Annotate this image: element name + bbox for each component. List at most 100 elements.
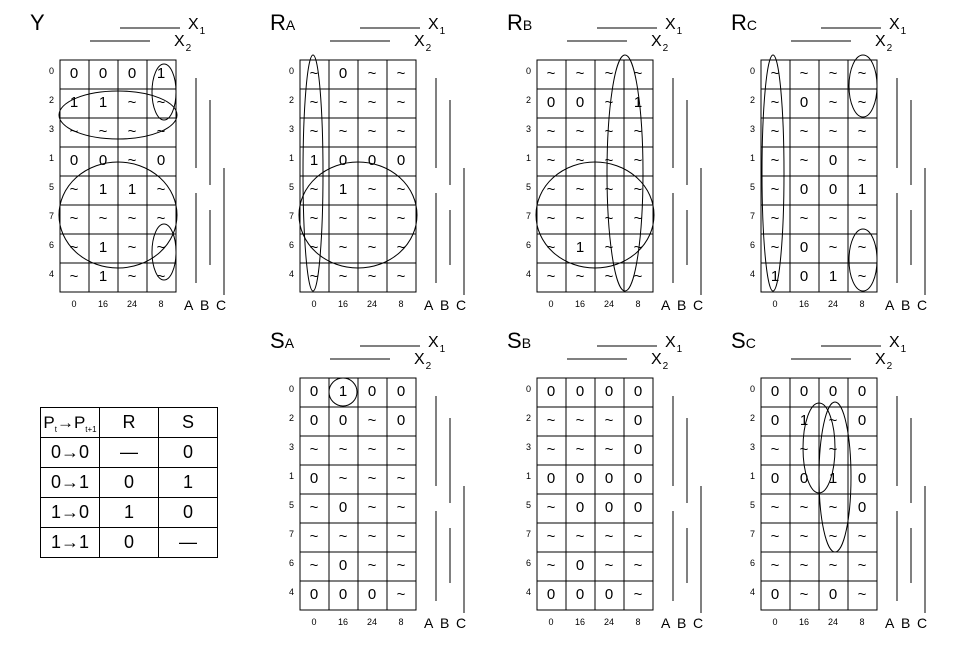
kmap-cell: 0 (770, 470, 780, 487)
row-index: 7 (288, 529, 294, 539)
kmap-cell: ~ (857, 268, 867, 285)
group-oval (848, 54, 878, 118)
kmap-cell: ~ (633, 557, 643, 574)
kmap-cell: ~ (396, 528, 406, 545)
row-index: 5 (48, 182, 54, 192)
kmap-cell: 0 (857, 412, 867, 429)
row-index: 6 (525, 240, 531, 250)
transition-header-cell: Pt→Pt+1 (40, 407, 100, 438)
var-a-label: A (661, 297, 671, 313)
col-index: 24 (126, 299, 137, 309)
kmap-cell: ~ (604, 441, 614, 458)
x2-letter: X (651, 33, 662, 50)
kmap-cell: 0 (396, 383, 406, 400)
kmap-cell: ~ (857, 441, 867, 458)
col-index: 24 (827, 617, 838, 627)
kmap-cell: ~ (857, 152, 867, 169)
kmap-cell: ~ (828, 123, 838, 140)
row-index: 7 (525, 529, 531, 539)
kmap-cell: ~ (546, 441, 556, 458)
row-index: 4 (48, 269, 54, 279)
row-index: 1 (749, 153, 755, 163)
x2-sub: 2 (425, 43, 432, 54)
kmap-cell: 0 (770, 412, 780, 429)
kmap-cell: ~ (828, 557, 838, 574)
x2-letter: X (414, 33, 425, 50)
kmap-cell: ~ (396, 557, 406, 574)
kmap-cell: 0 (396, 152, 406, 169)
row-index: 3 (48, 124, 54, 134)
kmap-cell: ~ (309, 94, 319, 111)
kmap-cell: ~ (546, 557, 556, 574)
kmap-cell: 0 (575, 383, 585, 400)
var-b-label: B (200, 297, 210, 313)
kmap-cell: ~ (127, 94, 137, 111)
transition-header-row: Pt→Pt+1 R S (40, 407, 218, 438)
kmap-cell: ~ (156, 239, 166, 256)
kmap-cell: 0 (69, 152, 79, 169)
group-oval (58, 161, 178, 269)
kmap-cell: 1 (156, 65, 166, 82)
x2-letter: X (651, 351, 662, 368)
kmap-cell: ~ (857, 123, 867, 140)
x2-label: X2 (875, 352, 892, 372)
kmap-cell: 1 (98, 239, 108, 256)
kmap-cell: 1 (770, 268, 780, 285)
kmap-cell: ~ (575, 412, 585, 429)
transition-cell: 0→0 (40, 437, 100, 468)
row-index: 6 (48, 240, 54, 250)
row-index: 0 (749, 384, 755, 394)
kmap-cell: ~ (857, 65, 867, 82)
row-index: 1 (525, 471, 531, 481)
row-index: 0 (288, 384, 294, 394)
x2-label: X2 (174, 34, 191, 54)
var-b-label: B (901, 615, 911, 631)
transition-row: 1→1 0 — (40, 527, 218, 558)
kmap-cell: ~ (396, 586, 406, 603)
x2-sub: 2 (185, 43, 192, 54)
kmap-cell: 0 (857, 383, 867, 400)
kmap-cell: ~ (546, 528, 556, 545)
row-index: 7 (749, 529, 755, 539)
x1-sub: 1 (676, 344, 683, 355)
map-title-main: S (507, 328, 522, 353)
map-title-main: R (507, 10, 523, 35)
col-index: 8 (398, 617, 404, 627)
kmap-cell: ~ (309, 239, 319, 256)
kmap-cell: 0 (546, 383, 556, 400)
x1-label: X1 (665, 17, 682, 37)
row-index: 7 (525, 211, 531, 221)
kmap-cell: ~ (604, 123, 614, 140)
kmap-cell: ~ (770, 152, 780, 169)
kmap-cell: ~ (633, 152, 643, 169)
kmap-cell: 1 (828, 470, 838, 487)
kmap-cell: ~ (546, 239, 556, 256)
var-a-label: A (661, 615, 671, 631)
row-index: 0 (749, 66, 755, 76)
transition-cell: 1 (99, 497, 159, 528)
col-index: 0 (311, 617, 317, 627)
map-title-sub: B (521, 335, 532, 351)
map-title-main: R (270, 10, 286, 35)
kmap-cell: 0 (828, 383, 838, 400)
kmap-cell: 0 (546, 470, 556, 487)
kmap-cell: ~ (770, 123, 780, 140)
row-index: 1 (749, 471, 755, 481)
kmap-cell: ~ (604, 239, 614, 256)
map-title-sub: B (522, 17, 533, 33)
var-a-label: A (885, 615, 895, 631)
kmap-svg (58, 27, 225, 295)
kmap-cell: ~ (770, 239, 780, 256)
x1-letter: X (889, 334, 900, 351)
kmap-svg (299, 345, 465, 613)
kmap-cell: ~ (857, 239, 867, 256)
kmap-cell: ~ (604, 181, 614, 198)
kmap-cell: ~ (575, 123, 585, 140)
kmap-cell: ~ (367, 441, 377, 458)
kmap-cell: ~ (633, 528, 643, 545)
kmap-cell: ~ (367, 181, 377, 198)
group-oval (151, 63, 177, 121)
kmap-cell: ~ (367, 557, 377, 574)
col-index: 8 (398, 299, 404, 309)
